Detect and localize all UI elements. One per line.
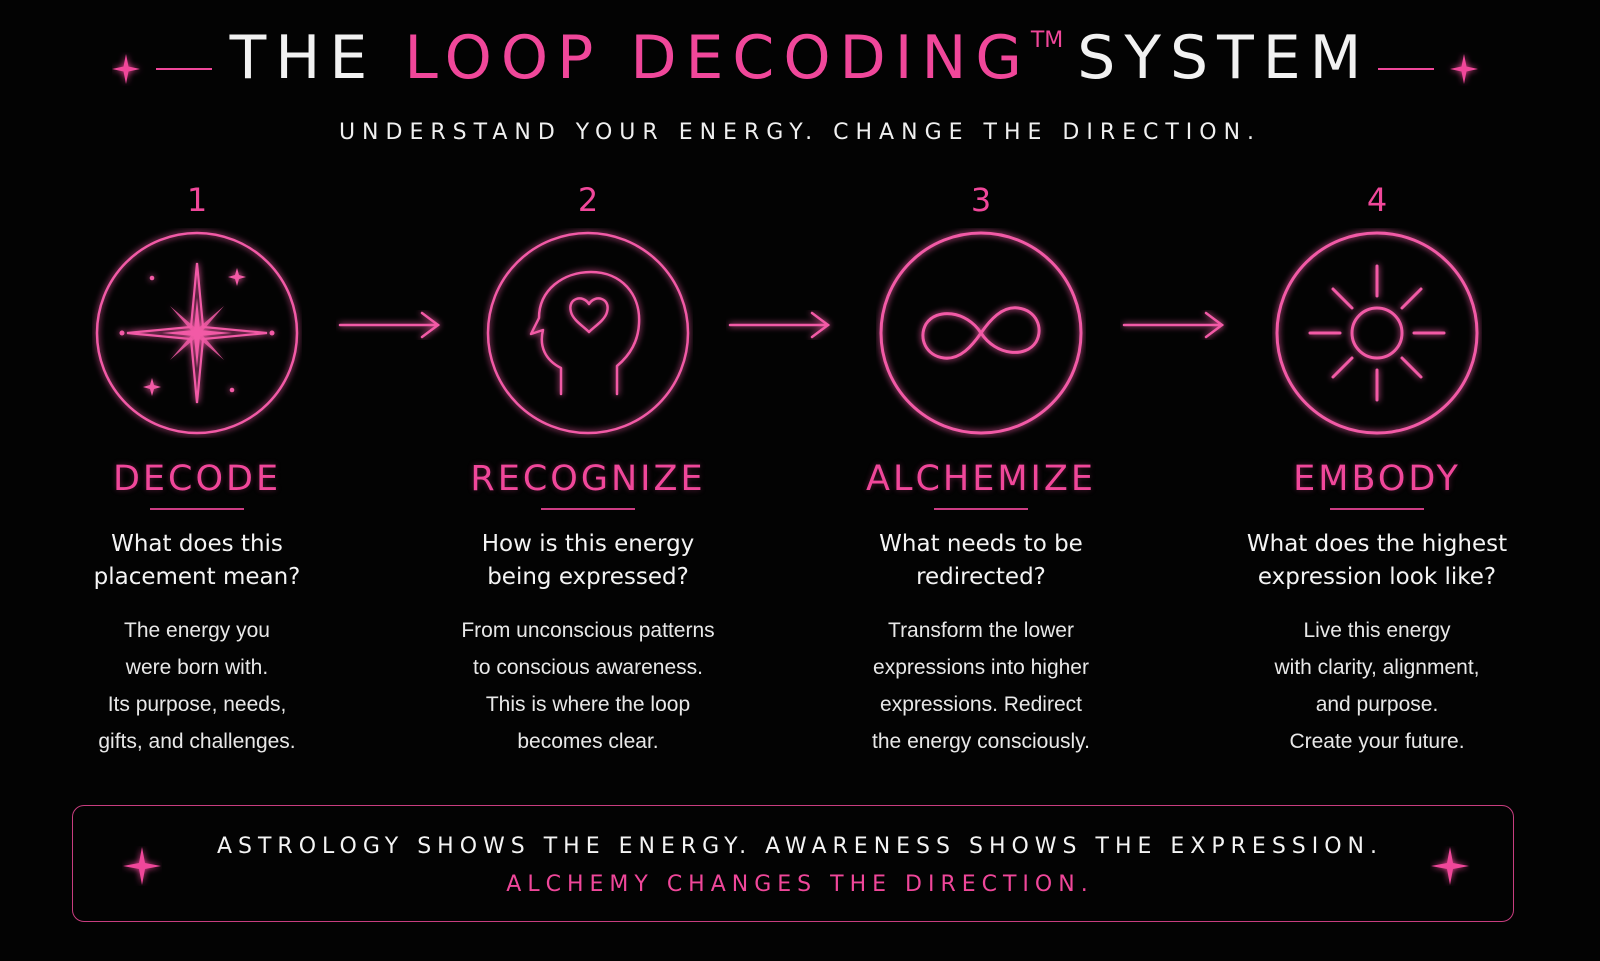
step-alchemize: 3 ALCHEMIZE What needs to be redirected?…: [821, 178, 1141, 760]
title-post: SYSTEM: [1077, 23, 1371, 93]
step-description: Transform the lower expressions into hig…: [821, 612, 1141, 760]
description-line: This is where the loop: [485, 693, 691, 716]
description-line: Live this energy: [1303, 619, 1451, 642]
step-number: 1: [186, 181, 208, 219]
sun-icon: [1275, 231, 1479, 435]
question-line: What needs to be: [879, 531, 1083, 557]
step-title: DECODE: [112, 459, 282, 499]
question-line: expression look like?: [1257, 564, 1497, 590]
description-line: The energy you: [124, 619, 270, 642]
step-question: What needs to be redirected?: [821, 528, 1141, 594]
step-question: What does this placement mean?: [37, 528, 357, 594]
description-line: the energy consciously.: [872, 730, 1090, 753]
description-line: Create your future.: [1289, 730, 1465, 753]
description-line: with clarity, alignment,: [1274, 656, 1480, 679]
title-underline: [541, 508, 635, 510]
step-question: What does the highest expression look li…: [1217, 528, 1537, 594]
title-underline: [150, 508, 244, 510]
title-highlight: LOOP DECODING: [404, 23, 1031, 93]
footer-statement: ASTROLOGY SHOWS THE ENERGY. AWARENESS SH…: [216, 834, 1384, 859]
title-underline: [1330, 508, 1424, 510]
step-decode: 1 DECODE What does this placement mean?: [37, 178, 357, 760]
sparkle-icon: [1431, 847, 1469, 885]
step-number: 2: [577, 181, 599, 219]
step-number: 3: [970, 181, 992, 219]
title-underline: [934, 508, 1028, 510]
title-pre: THE: [229, 23, 405, 93]
question-line: What does the highest: [1246, 531, 1508, 557]
head-heart-icon: [486, 231, 690, 435]
step-title: RECOGNIZE: [470, 459, 706, 499]
description-line: From unconscious patterns: [461, 619, 715, 642]
description-line: Its purpose, needs,: [107, 693, 287, 716]
step-title: EMBODY: [1293, 459, 1461, 499]
step-description: From unconscious patterns to conscious a…: [428, 612, 748, 760]
infinity-icon: [879, 231, 1083, 435]
arrow-right-icon: [728, 311, 831, 339]
question-line: placement mean?: [93, 564, 301, 590]
arrow-right-icon: [1122, 311, 1225, 339]
description-line: expressions into higher: [873, 656, 1089, 679]
description-line: to conscious awareness.: [473, 656, 703, 679]
description-line: were born with.: [125, 656, 269, 679]
question-line: How is this energy: [481, 531, 695, 557]
step-question: How is this energy being expressed?: [428, 528, 748, 594]
question-line: redirected?: [916, 564, 1046, 590]
step-description: Live this energy with clarity, alignment…: [1217, 612, 1537, 760]
step-description: The energy you were born with. Its purpo…: [37, 612, 357, 760]
sparkle-icon: [123, 847, 161, 885]
description-line: gifts, and challenges.: [98, 730, 296, 753]
description-line: Transform the lower: [888, 619, 1074, 642]
step-recognize: 2 RECOGNIZE How is this energy being exp…: [428, 178, 748, 760]
footer-highlight: ALCHEMY CHANGES THE DIRECTION.: [506, 872, 1094, 897]
step-title: ALCHEMIZE: [866, 459, 1096, 499]
question-line: What does this: [111, 531, 283, 557]
trademark-mark: TM: [1030, 28, 1064, 53]
sparkle-line-left-icon: [112, 54, 212, 84]
arrow-right-icon: [338, 311, 441, 339]
step-number: 4: [1366, 181, 1388, 219]
step-embody: 4 EMBODY What does the highest expressio…: [1217, 178, 1537, 760]
subtitle: UNDERSTAND YOUR ENERGY. CHANGE THE DIREC…: [338, 120, 1262, 145]
description-line: and purpose.: [1315, 693, 1439, 716]
compass-star-icon: [95, 231, 299, 435]
sparkle-line-right-icon: [1378, 54, 1478, 84]
description-line: becomes clear.: [517, 730, 659, 753]
footer-banner: [72, 805, 1514, 922]
description-line: expressions. Redirect: [880, 693, 1082, 716]
question-line: being expressed?: [487, 564, 689, 590]
